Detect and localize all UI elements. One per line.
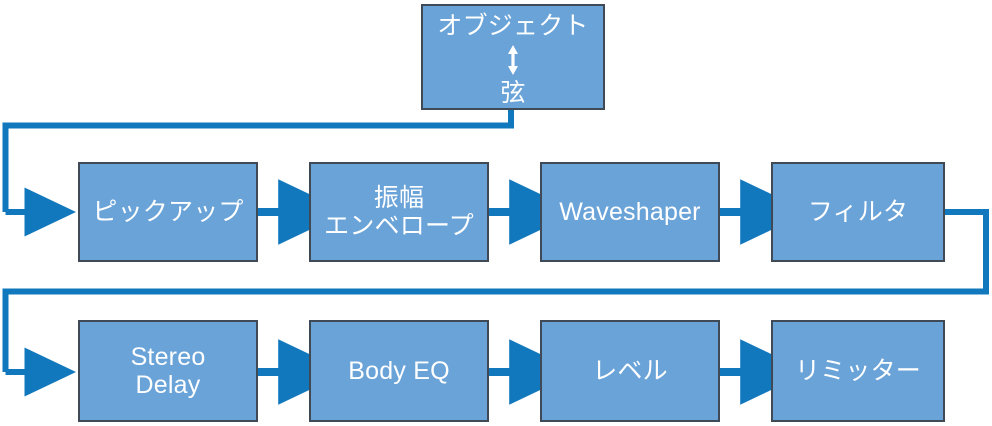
node-stereo-delay[interactable]: Stereo Delay [78,320,258,422]
node-label-body-eq-line-1: Body EQ [348,357,450,385]
node-amplitude-envelope[interactable]: 振幅 エンベロープ [309,162,489,262]
node-limiter[interactable]: リミッター [771,320,945,422]
node-level[interactable]: レベル [540,320,720,422]
node-label-waveshaper-line-1: Waveshaper [559,198,701,226]
node-label-pickup-line-1: ピックアップ [92,198,244,226]
node-label-stereo-delay-line-2: Delay [135,371,201,399]
node-object-string[interactable]: オブジェクト 弦 [421,4,605,110]
node-label-filter-line-1: フィルタ [807,198,909,226]
double-headed-vertical-arrow-icon [508,45,518,75]
node-label-amplitude-envelope-line-2: エンベロープ [324,212,474,240]
node-label-level-line-1: レベル [592,357,668,385]
node-label-amplitude-envelope-line-1: 振幅 [373,184,425,212]
node-label-string: 弦 [500,79,526,107]
node-label-limiter-line-1: リミッター [794,357,921,385]
node-pickup[interactable]: ピックアップ [78,162,258,262]
node-label-stereo-delay-line-1: Stereo [130,343,206,371]
node-label-object: オブジェクト [437,12,589,40]
node-waveshaper[interactable]: Waveshaper [540,162,720,262]
node-body-eq[interactable]: Body EQ [309,320,489,422]
node-filter[interactable]: フィルタ [771,162,945,262]
